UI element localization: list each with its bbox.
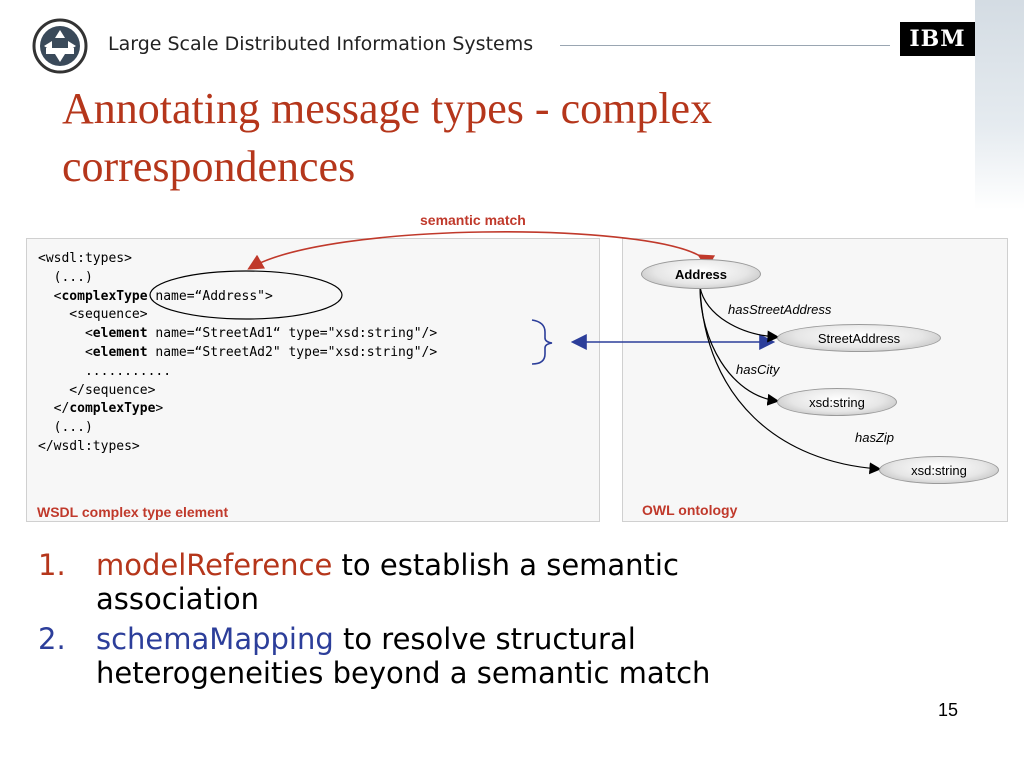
code-line: </complexType>: [38, 401, 164, 417]
bullet-list: 1. modelReference to establish a semanti…: [38, 548, 938, 696]
bullet-text: to establish a semantic: [332, 548, 679, 582]
code-line: <element name=“StreetAd1“ type="xsd:stri…: [38, 326, 438, 342]
code-line: <complexType name=“Address">: [38, 288, 273, 304]
complex-type-highlight: [149, 270, 343, 320]
ibm-logo: IBM: [900, 22, 975, 56]
lsdis-logo-icon: [32, 18, 88, 74]
bullet-number: 1.: [38, 548, 66, 582]
label-has-street-address: hasStreetAddress: [728, 302, 832, 317]
element-brace: [531, 319, 553, 365]
bullet-term: modelReference: [96, 548, 333, 582]
slide-title-line-1: Annotating message types - complex: [62, 84, 713, 133]
wsdl-panel-label: WSDL complex type element: [37, 504, 229, 520]
code-line: <element name=“StreetAd2" type="xsd:stri…: [38, 344, 438, 360]
decorative-text-strip: [975, 0, 1024, 210]
bullet-item-schema-mapping: 2. schemaMapping to resolve structural h…: [38, 622, 938, 690]
header-divider: [560, 45, 890, 46]
code-line: <sequence>: [38, 307, 148, 323]
bullet-text-continued: association: [96, 582, 260, 616]
code-line: ...........: [38, 363, 172, 379]
bullet-item-model-reference: 1. modelReference to establish a semanti…: [38, 548, 938, 616]
code-line: (...): [38, 269, 93, 285]
wsdl-panel: [26, 238, 600, 522]
header-title: Large Scale Distributed Information Syst…: [108, 33, 534, 55]
label-has-zip: hasZip: [855, 430, 895, 445]
bullet-term: schemaMapping: [96, 622, 334, 656]
semantic-match-label: semantic match: [420, 212, 526, 228]
page-number: 15: [938, 700, 959, 720]
bullet-text: to resolve structural: [333, 622, 636, 656]
code-line: <wsdl:types>: [38, 251, 132, 266]
edge-has-zip: [699, 286, 882, 475]
code-line: (...): [38, 420, 93, 436]
slide-title: Annotating message types - complex corre…: [62, 80, 962, 196]
semantic-match-arrow: [247, 231, 716, 270]
label-has-city: hasCity: [736, 362, 780, 377]
code-line: </wsdl:types>: [38, 438, 140, 454]
node-address: Address: [641, 259, 761, 289]
node-xsd-string-zip: xsd:string: [879, 456, 999, 484]
slide-title-line-2: correspondences: [62, 142, 356, 191]
bullet-number: 2.: [38, 622, 66, 656]
edge-has-street-address: [699, 286, 780, 343]
code-line: </sequence>: [38, 382, 156, 398]
node-street-address: StreetAddress: [777, 324, 941, 352]
wsdl-code-block: <wsdl:types> (...) <complexType name=“Ad…: [38, 250, 437, 457]
node-xsd-string-city: xsd:string: [777, 388, 897, 416]
bullet-text-continued: heterogeneities beyond a semantic match: [96, 656, 711, 690]
owl-panel-label: OWL ontology: [642, 502, 738, 518]
